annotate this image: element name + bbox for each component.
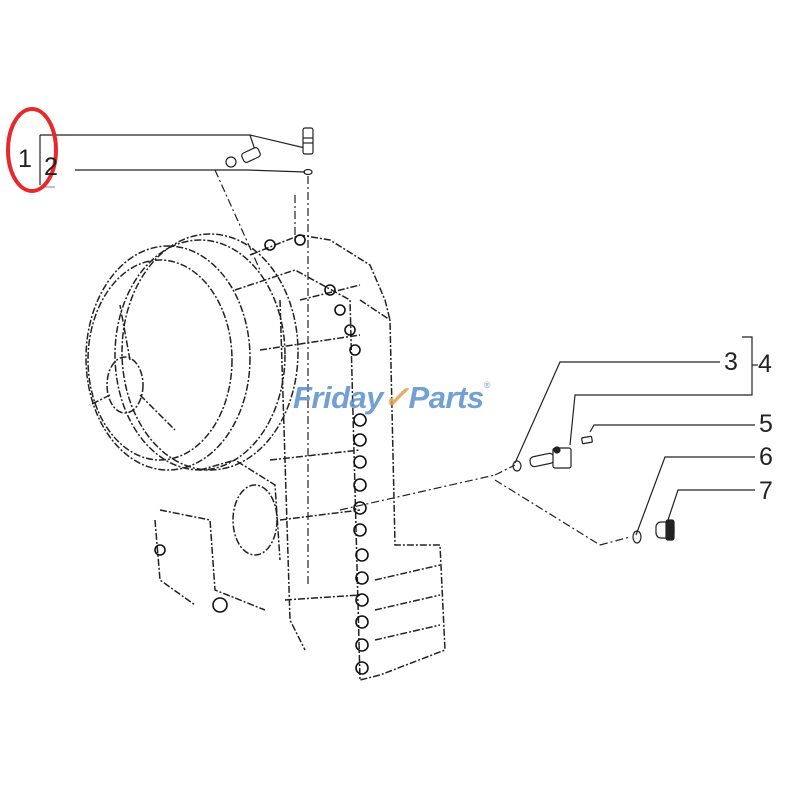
callout-7: 7 (759, 477, 773, 505)
callout-2: 2 (44, 153, 58, 181)
highlight-ellipse (6, 107, 58, 193)
callout-1: 1 (18, 145, 32, 173)
callout-6: 6 (759, 443, 773, 471)
watermark-logo: Friday✓Parts® (293, 380, 490, 416)
callout-5: 5 (759, 410, 773, 438)
watermark-text-a: Friday (293, 380, 384, 415)
callout-4: 4 (758, 350, 772, 378)
registered-mark: ® (483, 380, 491, 390)
callout-3: 3 (724, 348, 738, 376)
watermark-text-b: Parts (408, 380, 485, 415)
watermark-check-icon: ✓ (383, 380, 409, 415)
